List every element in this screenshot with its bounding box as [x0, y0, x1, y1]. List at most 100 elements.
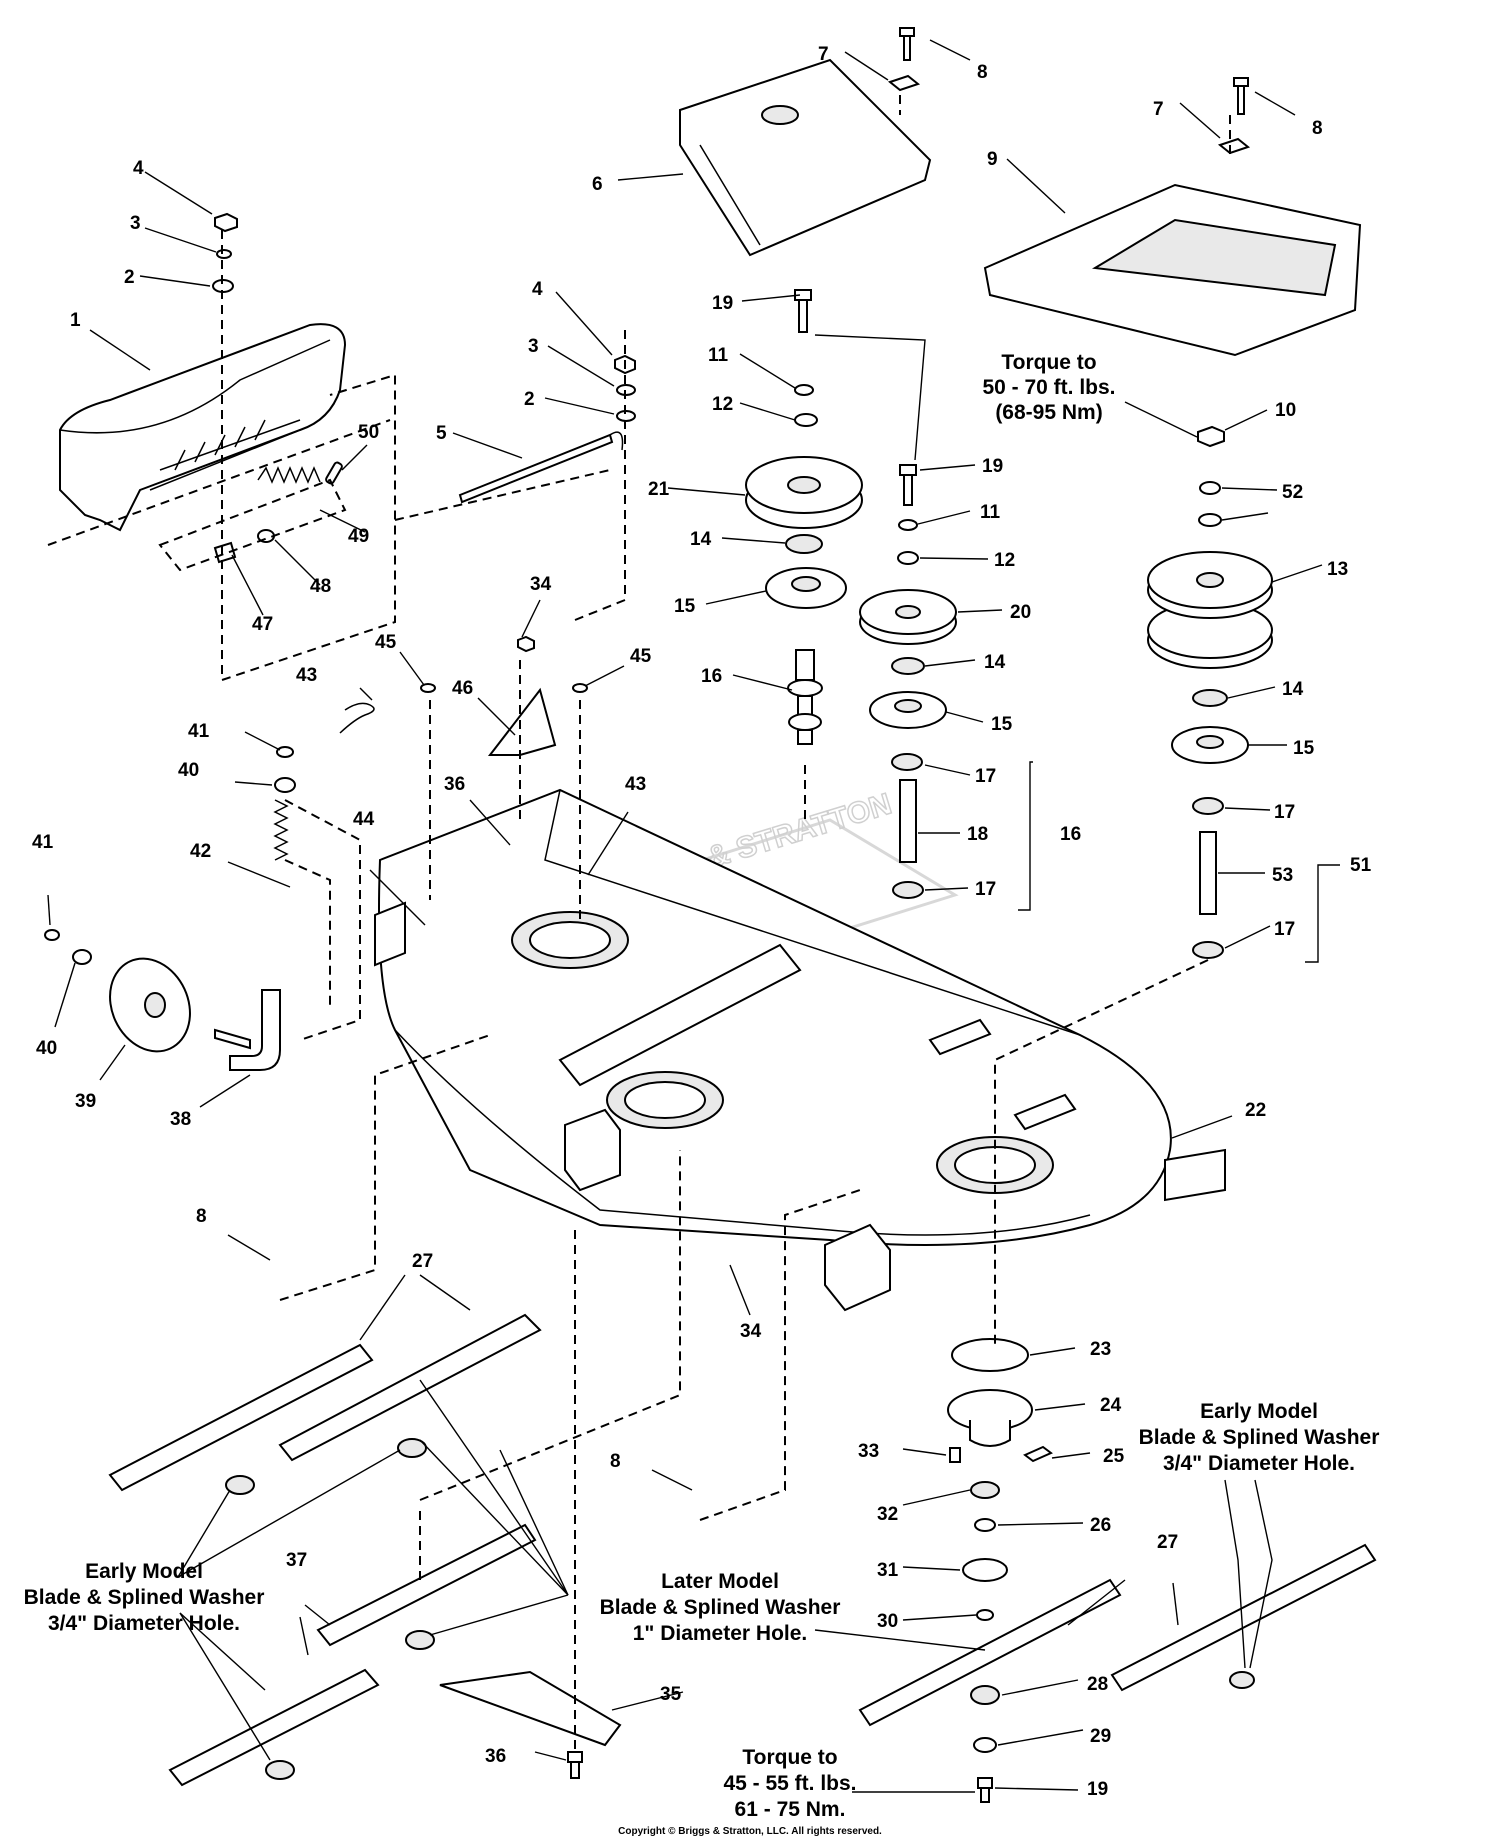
callout-48: 48 — [310, 576, 331, 597]
callout-45a: 45 — [375, 632, 397, 653]
part-24-housing — [947, 1389, 1033, 1447]
svg-text:45 - 55 ft. lbs.: 45 - 55 ft. lbs. — [723, 1772, 856, 1795]
part-4-nut-a — [214, 212, 238, 233]
part-52-washer-b — [1198, 513, 1222, 527]
callout-19a: 19 — [712, 293, 733, 314]
callout-27b: 27 — [1157, 1532, 1178, 1553]
callout-42: 42 — [190, 841, 211, 862]
part-15-housing-a — [765, 567, 847, 609]
callout-22: 22 — [1245, 1100, 1266, 1121]
note-torque-top: Torque to 50 - 70 ft. lbs. (68-95 Nm) — [982, 351, 1115, 424]
part-34-nut-a — [517, 635, 535, 653]
note-torque-bottom: Torque to 45 - 55 ft. lbs. 61 - 75 Nm. — [723, 1746, 856, 1821]
callout-17c: 17 — [1274, 802, 1295, 823]
part-12-washer-a — [794, 413, 818, 427]
part-25-fitting — [1023, 1445, 1053, 1463]
callout-8d: 8 — [610, 1451, 621, 1472]
part-29-washer — [973, 1737, 997, 1753]
svg-text:50 - 70 ft. lbs.: 50 - 70 ft. lbs. — [982, 376, 1115, 399]
callout-46: 46 — [452, 678, 473, 699]
callout-31: 31 — [877, 1560, 899, 1581]
callout-49: 49 — [348, 526, 369, 547]
part-17-bearing-b — [892, 881, 924, 899]
part-40-washer-b — [72, 949, 92, 965]
part-6-spindle-cover — [679, 58, 932, 257]
callout-41b: 41 — [32, 832, 54, 853]
part-45-washer-a — [420, 683, 436, 693]
part-30-washer — [976, 1609, 994, 1621]
svg-text:Torque to: Torque to — [742, 1746, 837, 1769]
part-17-bearing-c — [1192, 797, 1224, 815]
callout-6: 6 — [592, 174, 603, 195]
callout-36b: 36 — [485, 1746, 506, 1767]
callout-8b: 8 — [1312, 118, 1323, 139]
part-41-clip-b — [44, 929, 60, 941]
part-49-spring — [257, 466, 321, 484]
callout-53: 53 — [1272, 865, 1293, 886]
part-39-wheel — [109, 957, 191, 1053]
svg-text:Blade & Splined Washer: Blade & Splined Washer — [24, 1586, 265, 1609]
callout-16a: 16 — [701, 666, 722, 687]
part-10-nut — [1197, 425, 1225, 448]
callout-11b: 11 — [980, 502, 1001, 523]
part-18-shaft — [899, 779, 917, 863]
callout-14c: 14 — [1282, 679, 1304, 700]
callout-15b: 15 — [991, 714, 1013, 735]
callout-50: 50 — [358, 422, 379, 443]
callout-45b: 45 — [630, 646, 652, 667]
callout-37: 37 — [286, 1550, 307, 1571]
callout-40a: 40 — [178, 760, 199, 781]
callout-8a: 8 — [977, 62, 988, 83]
part-23-shim — [951, 1338, 1029, 1372]
part-1-belt-cover — [59, 323, 347, 532]
svg-text:Early Model: Early Model — [85, 1560, 203, 1583]
callout-29: 29 — [1090, 1726, 1111, 1747]
part-17-bearing-d — [1192, 941, 1224, 959]
svg-text:(68-95 Nm): (68-95 Nm) — [995, 401, 1102, 424]
part-53-shaft — [1199, 831, 1217, 915]
part-41-clip-a — [276, 746, 294, 758]
part-27-blade-a-2 — [278, 1313, 542, 1462]
callout-11a: 11 — [708, 345, 729, 366]
callout-3a: 3 — [130, 213, 141, 234]
early-model-washer-left-b — [265, 1760, 295, 1780]
svg-text:Blade & Splined Washer: Blade & Splined Washer — [1139, 1426, 1380, 1449]
note-early-model-right: Early Model Blade & Splined Washer 3/4" … — [1139, 1400, 1380, 1475]
callout-21: 21 — [648, 479, 670, 500]
callout-16b: 16 — [1060, 824, 1081, 845]
leader-lines — [47, 39, 1323, 1793]
part-15-housing-c — [1171, 726, 1249, 764]
part-8-bolt-a — [899, 27, 915, 61]
callout-17b: 17 — [975, 879, 996, 900]
callout-13: 13 — [1327, 559, 1348, 580]
part-14-bearing-c — [1192, 689, 1228, 707]
early-model-blade-right — [1110, 1543, 1377, 1692]
part-52-washer-a — [1199, 481, 1221, 495]
later-model-washer-a — [397, 1438, 427, 1458]
part-32-bearing — [970, 1481, 1000, 1499]
part-45-washer-b — [572, 683, 588, 693]
early-model-washer-left — [225, 1475, 255, 1495]
callout-2a: 2 — [124, 267, 135, 288]
part-11-lockwasher-b — [898, 519, 918, 531]
callout-51: 51 — [1350, 855, 1372, 876]
callout-27a: 27 — [412, 1251, 433, 1272]
callout-4a: 4 — [133, 158, 144, 179]
callout-25: 25 — [1103, 1446, 1125, 1467]
part-35-baffle — [439, 1670, 622, 1747]
callout-14b: 14 — [984, 652, 1006, 673]
callout-19b: 19 — [982, 456, 1003, 477]
callout-28: 28 — [1087, 1674, 1108, 1695]
callout-7b: 7 — [1153, 99, 1164, 120]
callout-34b: 34 — [740, 1321, 762, 1342]
part-21-pulley — [745, 456, 863, 529]
callout-19c: 19 — [1087, 1779, 1108, 1800]
part-3-lockwasher-a — [216, 249, 232, 259]
part-28-splined-washer — [970, 1685, 1000, 1705]
part-19-bolt-c — [977, 1777, 993, 1803]
callout-34a: 34 — [530, 574, 552, 595]
part-14-bearing-b — [891, 657, 925, 675]
callout-32: 32 — [877, 1504, 898, 1525]
callout-39: 39 — [75, 1091, 96, 1112]
